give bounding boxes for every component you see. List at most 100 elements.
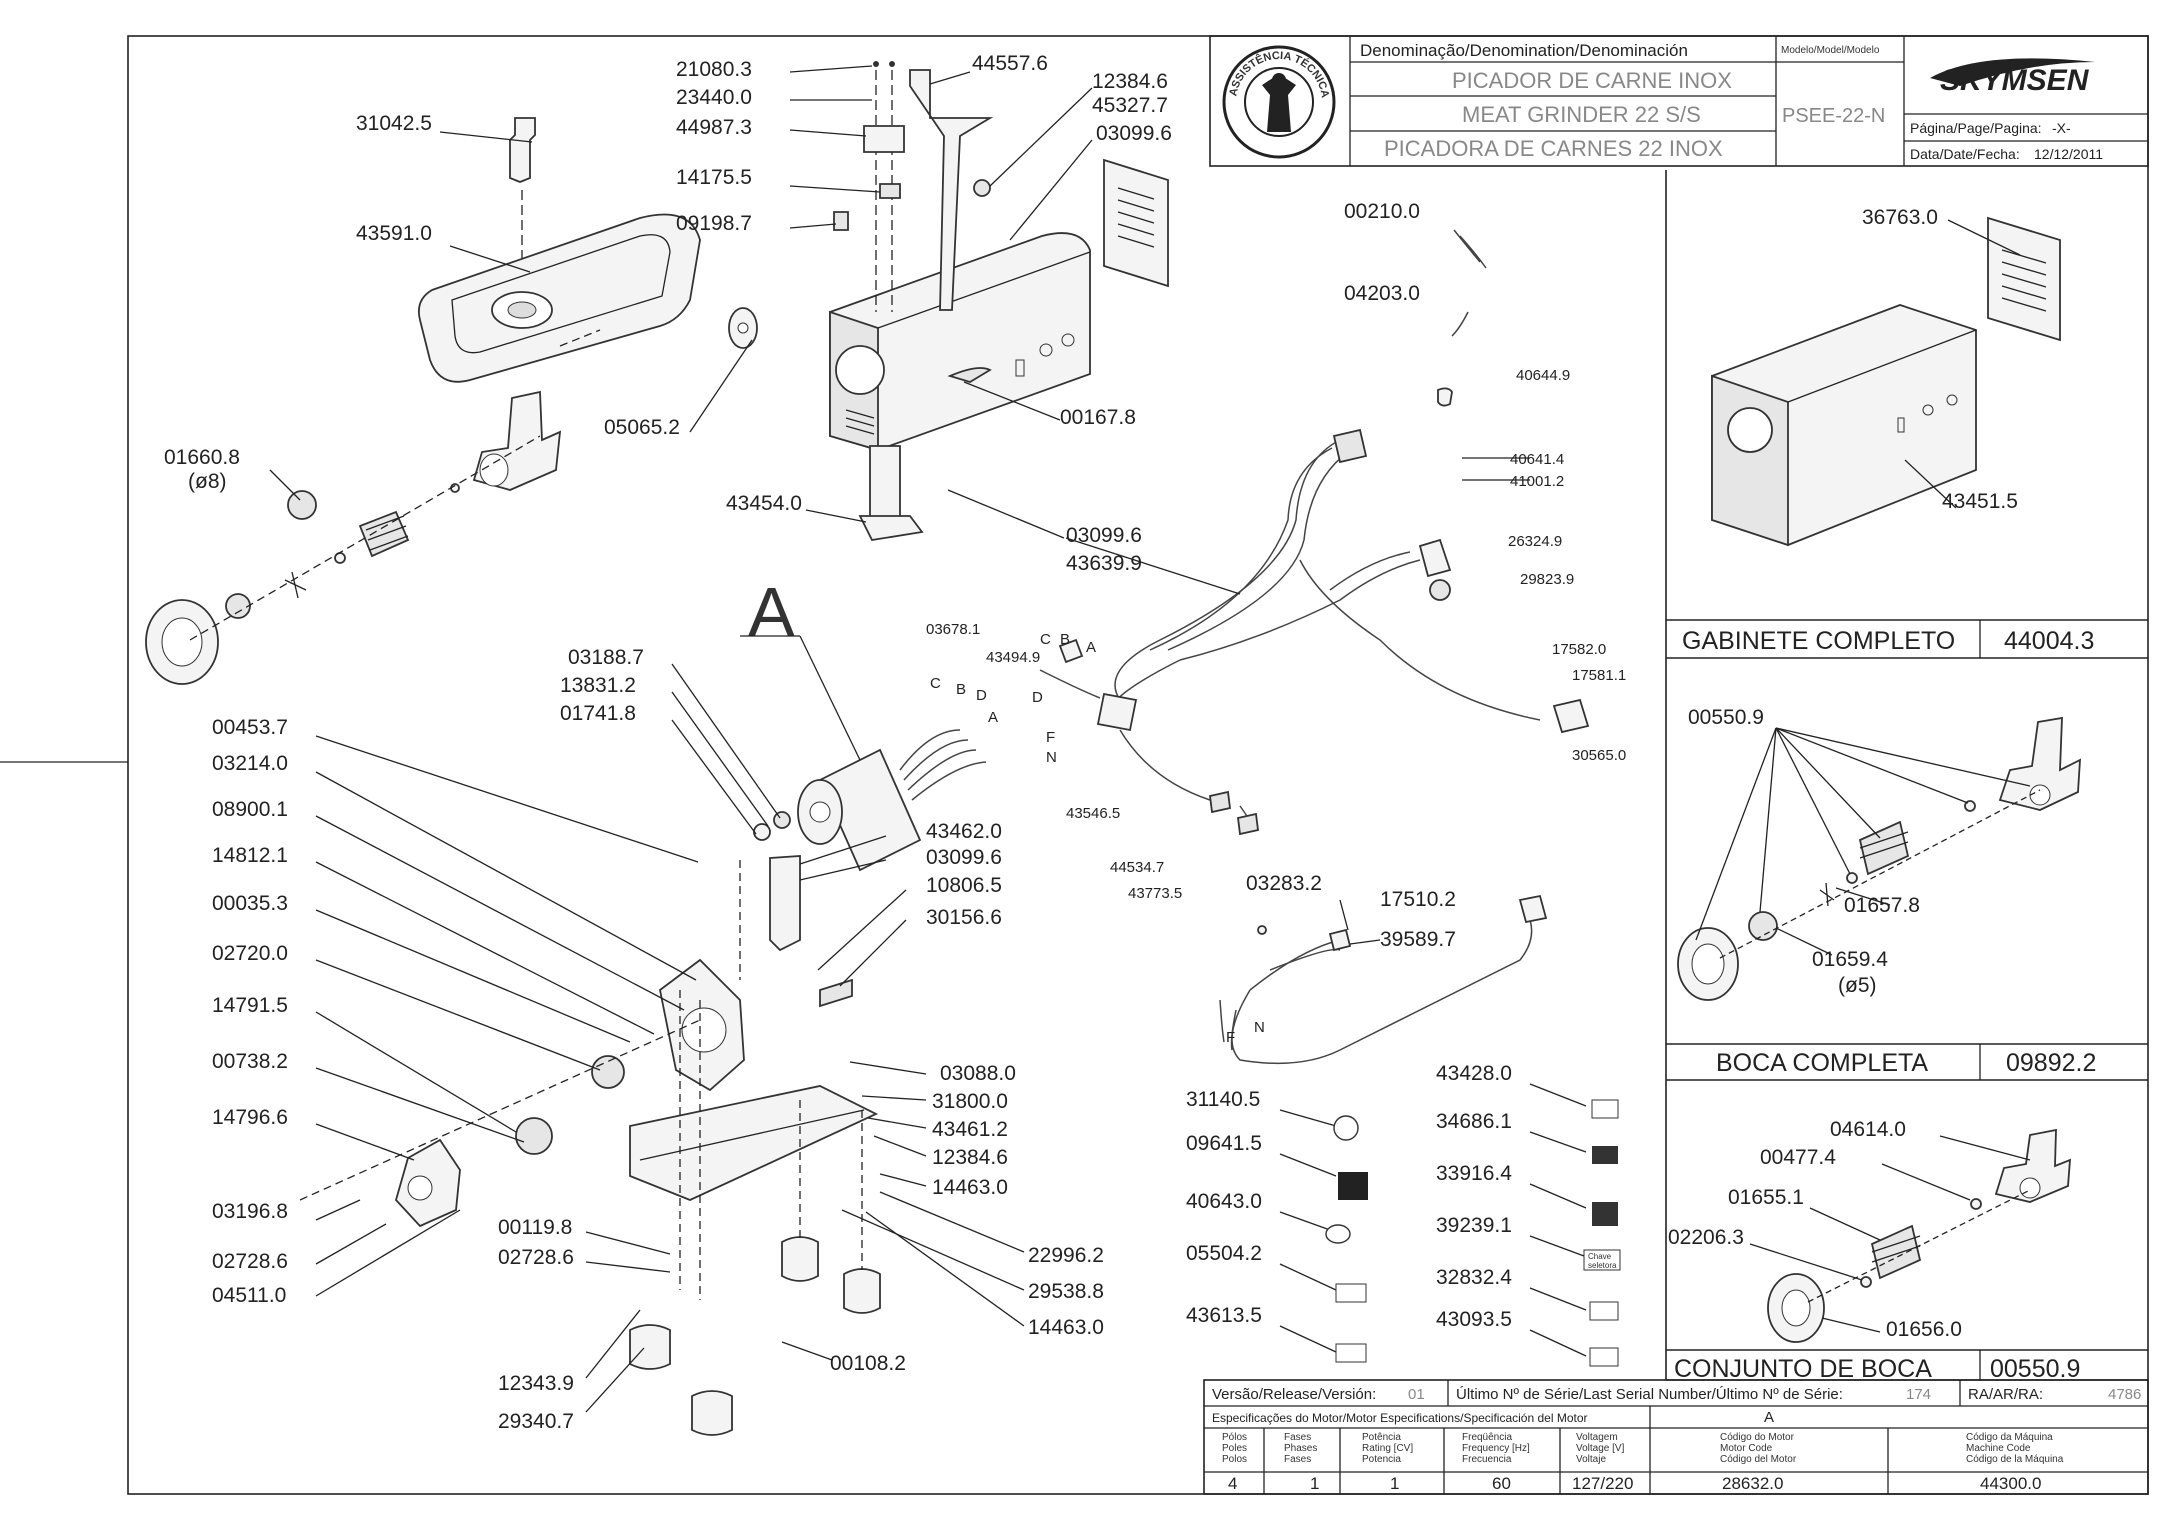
part-label: 03088.0 <box>940 1062 1016 1085</box>
serial-label: Último Nº de Série/Last Serial Number/Úl… <box>1456 1386 1843 1403</box>
val-phases: 1 <box>1310 1474 1319 1493</box>
mouth-section-title: BOCA COMPLETA <box>1716 1049 1928 1077</box>
date-value: 12/12/2011 <box>2034 146 2103 162</box>
part-label: 00738.2 <box>212 1050 288 1073</box>
part-label: 00210.0 <box>1344 200 1420 223</box>
text-line: Voltagem <box>1576 1432 1618 1443</box>
part-label: 04203.0 <box>1344 282 1420 305</box>
version-value: 01 <box>1408 1386 1425 1403</box>
cabinet-section-code: 44004.3 <box>2004 627 2094 655</box>
serial-value: 174 <box>1906 1386 1931 1403</box>
motor-drawing <box>753 729 987 872</box>
text-line: seletora <box>1588 1261 1617 1270</box>
part-label: 26324.9 <box>1508 533 1562 550</box>
sticker-list: 31140.5 09641.5 40643.0 05504.2 43613.5 … <box>1186 1062 1621 1367</box>
part-label: 44557.6 <box>972 52 1048 75</box>
wire-letter: A <box>1086 639 1096 656</box>
part-label: 43591.0 <box>356 222 432 245</box>
text-line: Frequency [Hz] <box>1462 1443 1530 1454</box>
part-label: 00453.7 <box>212 716 288 739</box>
part-label: 03678.1 <box>926 621 980 638</box>
text-line: Frecuencia <box>1462 1454 1512 1465</box>
part-label: 33916.4 <box>1436 1162 1512 1185</box>
mouth-section-code: 09892.2 <box>2006 1049 2096 1077</box>
wire-letter: N <box>1254 1019 1265 1036</box>
part-label: 04614.0 <box>1830 1118 1906 1141</box>
ra-label: RA/AR/RA: <box>1968 1386 2043 1403</box>
mouth-set-title: CONJUNTO DE BOCA <box>1674 1355 1932 1383</box>
title-block: ASSISTÊNCIA TÉCNICA AUTORIZADA Denominaç… <box>0 0 2149 167</box>
wire-letter: F <box>1226 1029 1235 1046</box>
part-label: 00035.3 <box>212 892 288 915</box>
part-label: 40644.9 <box>1516 367 1570 384</box>
part-label: 22996.2 <box>1028 1244 1104 1267</box>
part-label: 31800.0 <box>932 1090 1008 1113</box>
part-label: 01741.8 <box>560 702 636 725</box>
drawing-border <box>127 35 2149 1495</box>
text-line: Machine Code <box>1966 1443 2031 1454</box>
mouth-set-drawing <box>1767 1128 2072 1343</box>
part-label: 17582.0 <box>1552 641 1606 658</box>
text-line: Chave <box>1588 1252 1612 1261</box>
text-line: Motor Code <box>1720 1443 1773 1454</box>
val-voltage: 127/220 <box>1572 1474 1633 1493</box>
part-label: 43494.9 <box>986 649 1040 666</box>
text-line: Código do Motor <box>1720 1432 1795 1443</box>
val-power: 1 <box>1390 1474 1399 1493</box>
wire-letter: N <box>1046 749 1057 766</box>
part-label: 01659.4 <box>1812 948 1888 971</box>
mouth-set-code: 00550.9 <box>1990 1355 2080 1383</box>
part-label: 40643.0 <box>1186 1190 1262 1213</box>
part-label: 12384.6 <box>932 1146 1008 1169</box>
power-cord <box>1219 894 1548 1065</box>
text-line: Pólos <box>1222 1432 1247 1443</box>
part-label: 31140.5 <box>1186 1088 1260 1111</box>
part-label: 39239.1 <box>1436 1214 1512 1237</box>
part-label: 14175.5 <box>676 166 752 189</box>
mouth-complete-drawing <box>1677 716 2081 1001</box>
part-label: 43454.0 <box>726 492 802 515</box>
model-code: PSEE-22-N <box>1782 105 1885 127</box>
text-line: Rating [CV] <box>1362 1443 1413 1454</box>
part-label: 30565.0 <box>1572 747 1626 764</box>
part-label: 03214.0 <box>212 752 288 775</box>
text-line: Código de la Máquina <box>1966 1454 2064 1465</box>
part-label: 09198.7 <box>676 212 752 235</box>
part-label: 43461.2 <box>932 1118 1008 1141</box>
part-label: 43773.5 <box>1128 885 1182 902</box>
mouth-section: BOCA COMPLETA 09892.2 00550.9 01657.8 01… <box>1666 706 2148 1081</box>
part-label: 44534.7 <box>1110 859 1164 876</box>
part-label: 17510.2 <box>1380 888 1456 911</box>
part-label: 43613.5 <box>1186 1304 1262 1327</box>
page-label: Página/Page/Pagina: <box>1910 120 2042 136</box>
part-label: 13831.2 <box>560 674 636 697</box>
part-label: 03196.8 <box>212 1200 288 1223</box>
part-label: 12384.6 <box>1092 70 1168 93</box>
part-label: 02206.3 <box>1668 1226 1744 1249</box>
part-label: 01656.0 <box>1886 1318 1962 1341</box>
part-label: 12343.9 <box>498 1372 574 1395</box>
val-poles: 4 <box>1228 1474 1237 1493</box>
part-label: 43093.5 <box>1436 1308 1512 1331</box>
product-name-pt: PICADOR DE CARNE INOX <box>1452 68 1732 93</box>
cabinet-section: GABINETE COMPLETO 44004.3 36763.0 43451.… <box>1666 206 2148 659</box>
part-label: 02728.6 <box>498 1246 574 1269</box>
part-label: 03099.6 <box>926 846 1002 869</box>
cabinet-drawing <box>1711 216 2061 547</box>
wire-letter: D <box>976 687 987 704</box>
part-label: 00108.2 <box>830 1352 906 1375</box>
part-label: 43639.9 <box>1066 552 1142 575</box>
part-label: 14796.6 <box>212 1106 288 1129</box>
motor-spec-label: Especificações do Motor/Motor Especifica… <box>1212 1411 1588 1425</box>
part-sub-note: (ø8) <box>188 470 227 493</box>
part-label: 01655.1 <box>1728 1186 1804 1209</box>
part-label: 05504.2 <box>1186 1242 1262 1265</box>
part-label: 00550.9 <box>1688 706 1764 729</box>
